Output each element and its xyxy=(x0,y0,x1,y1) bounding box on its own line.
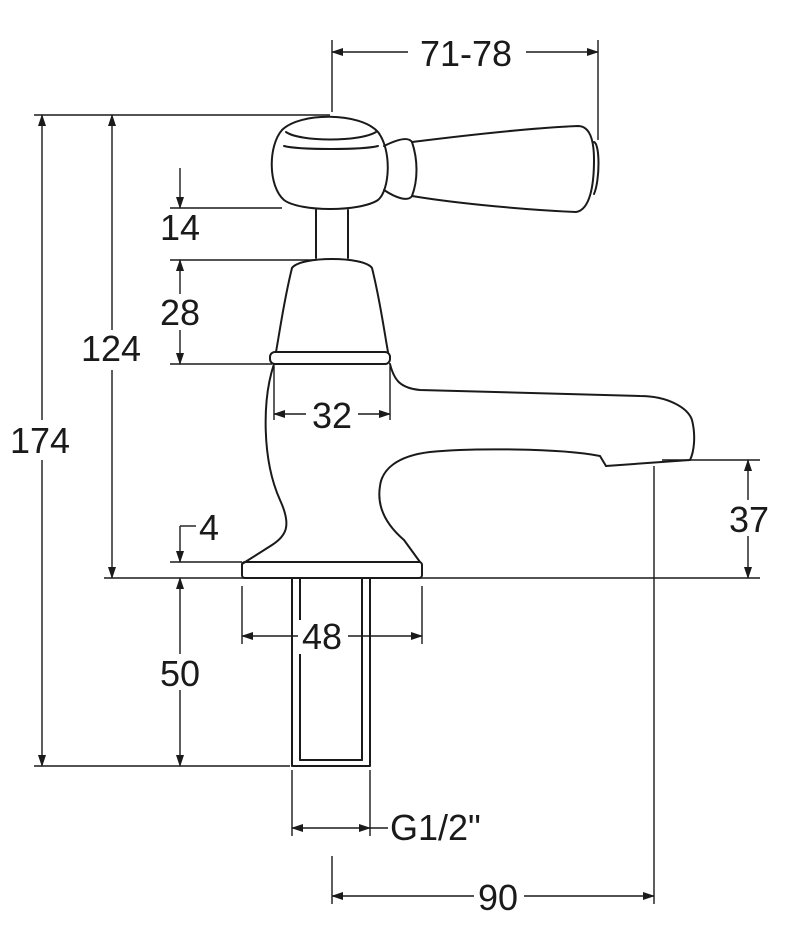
label-spout-projection: 90 xyxy=(478,877,518,918)
label-overall-height: 174 xyxy=(10,420,70,461)
label-shroud-width: 32 xyxy=(312,395,352,436)
dimension-lines xyxy=(38,48,752,900)
label-shroud-height: 28 xyxy=(160,292,200,333)
handle-hub xyxy=(270,115,389,210)
shroud xyxy=(291,258,389,353)
spout-nozzle xyxy=(378,448,607,563)
label-flange-thickness: 4 xyxy=(199,507,219,548)
tap-outline xyxy=(241,115,696,767)
hub-top-ring xyxy=(285,131,377,141)
label-tail-length: 50 xyxy=(160,653,200,694)
extension-lines xyxy=(34,40,760,904)
label-stem-height: 14 xyxy=(160,207,200,248)
label-spout-height: 37 xyxy=(729,499,769,540)
label-thread-size: G1/2" xyxy=(390,807,481,848)
dimension-labels: 71-78 174 124 14 28 32 4 37 48 50 G1/2" … xyxy=(4,33,774,918)
tap-body xyxy=(241,363,288,565)
base-flange xyxy=(241,561,423,579)
label-handle-reach: 71-78 xyxy=(420,33,512,74)
shroud-left xyxy=(275,267,293,353)
lever-collar xyxy=(383,138,418,200)
label-base-width: 48 xyxy=(302,616,342,657)
shroud-band xyxy=(269,351,391,365)
tap-body-right xyxy=(389,363,696,467)
lever-handle xyxy=(411,125,595,213)
threaded-tail xyxy=(291,577,371,767)
lever-cap xyxy=(593,141,600,195)
hub-inner-ring xyxy=(283,145,379,150)
label-height-above-deck: 124 xyxy=(81,328,141,369)
